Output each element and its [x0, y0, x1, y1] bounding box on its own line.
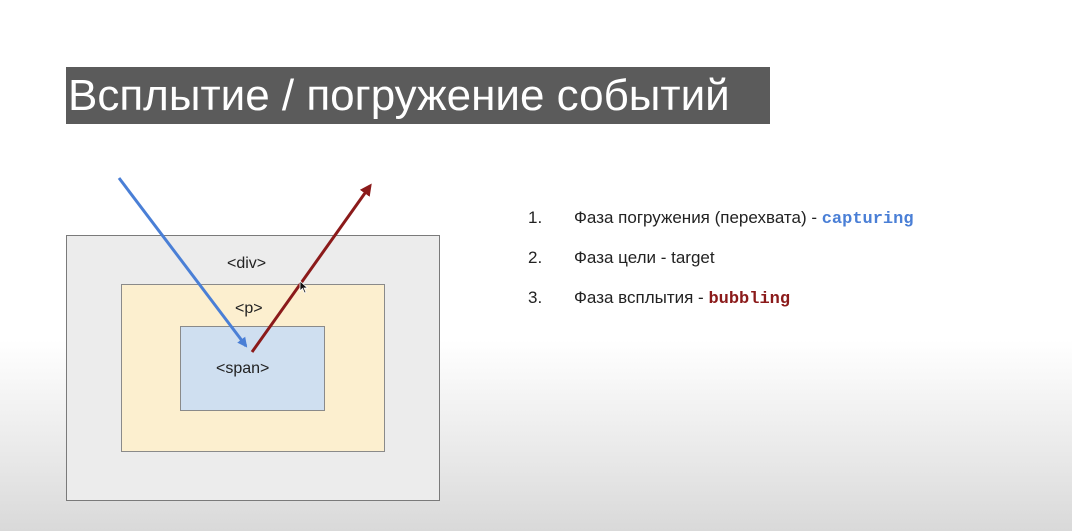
phase-list: 1. Фаза погружения (перехвата) - capturin… — [528, 208, 914, 328]
phase-text: Фаза цели - target — [574, 248, 715, 267]
phase-text: Фаза всплытия - — [574, 288, 709, 307]
phase-text: Фаза погружения (перехвата) - — [574, 208, 822, 227]
phase-item-bubbling: 3. Фаза всплытия - bubbling — [528, 288, 914, 328]
mouse-cursor-icon — [299, 280, 309, 294]
phase-number: 2. — [528, 248, 543, 267]
phase-item-capturing: 1. Фаза погружения (перехвата) - capturin… — [528, 208, 914, 248]
p-label: <p> — [235, 300, 263, 317]
phase-number: 3. — [528, 288, 543, 307]
phase-code-bubbling: bubbling — [708, 290, 791, 309]
slide-title: Всплытие / погружение событий — [66, 67, 770, 124]
span-label: <span> — [216, 360, 270, 377]
div-label: <div> — [227, 255, 267, 272]
phase-number: 1. — [528, 208, 543, 227]
phase-code-capturing: capturing — [821, 210, 914, 229]
phase-item-target: 2. Фаза цели - target — [528, 248, 914, 288]
